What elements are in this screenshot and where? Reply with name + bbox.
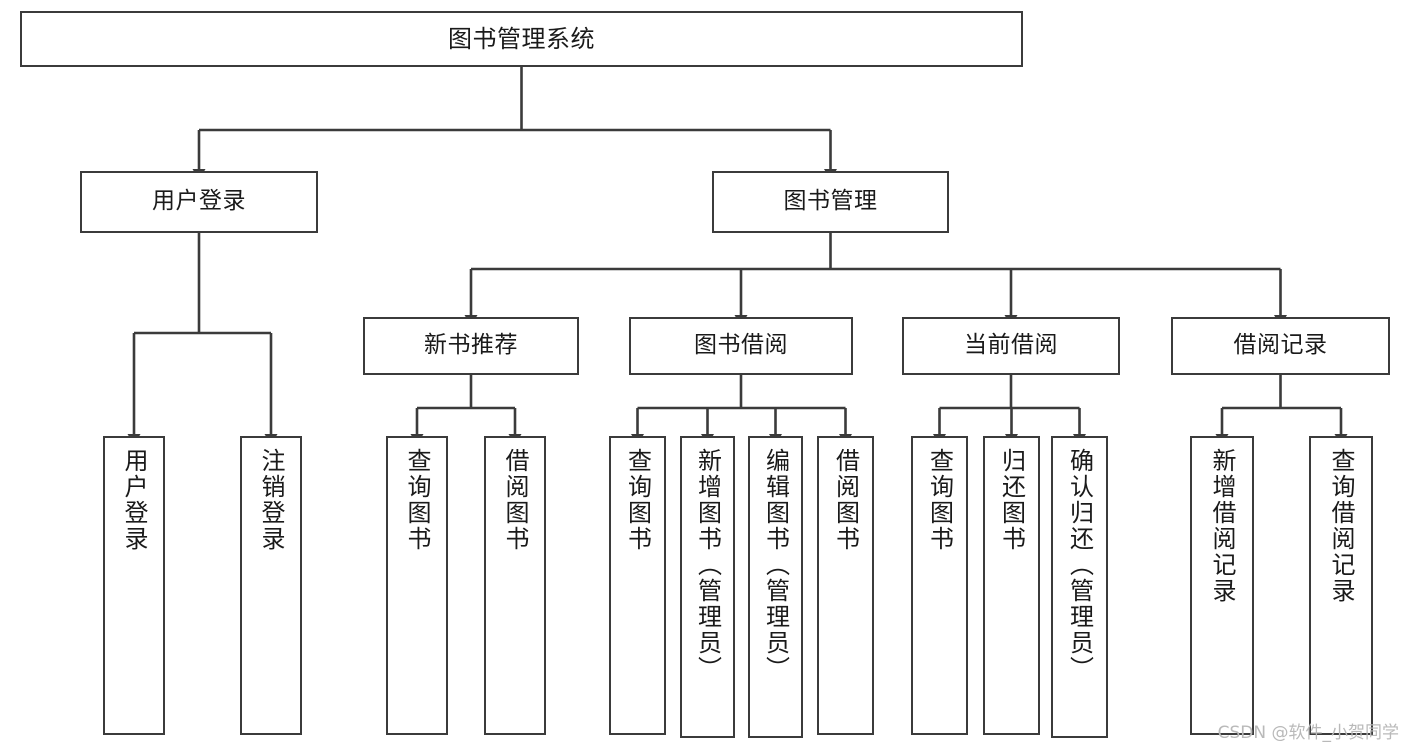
node-label: 当前借阅: [964, 332, 1058, 359]
node-leaf_query_book_1: 查询图书: [386, 436, 448, 735]
node-label: 新增借阅记录: [1208, 448, 1236, 604]
node-leaf_user_logout: 注销登录: [240, 436, 302, 735]
node-label: 图书管理: [783, 188, 878, 215]
node-label: 归还图书: [997, 448, 1026, 552]
node-leaf_borrow_book_2: 借阅图书: [817, 436, 874, 735]
node-borrow_record: 借阅记录: [1171, 317, 1390, 375]
node-leaf_user_login: 用户登录: [103, 436, 165, 735]
watermark-label: CSDN @软件_小贺同学: [1217, 723, 1399, 743]
node-label: 图书借阅: [694, 332, 788, 359]
node-label: 图书管理系统: [448, 24, 595, 53]
node-label: 新书推荐: [424, 332, 518, 359]
node-book_borrow: 图书借阅: [629, 317, 853, 375]
node-label: 查询图书: [925, 448, 954, 552]
node-leaf_return_book: 归还图书: [983, 436, 1040, 735]
node-label: 确认归还（管理员）: [1065, 448, 1094, 682]
node-leaf_query_book_3: 查询图书: [911, 436, 968, 735]
node-leaf_confirm_ret: 确认归还（管理员）: [1051, 436, 1108, 738]
node-label: 编辑图书（管理员）: [761, 448, 790, 682]
node-leaf_add_book: 新增图书（管理员）: [680, 436, 735, 738]
node-leaf_borrow_book_1: 借阅图书: [484, 436, 546, 735]
node-book_manage: 图书管理: [712, 171, 949, 233]
node-label: 用户登录: [152, 188, 246, 215]
node-label: 借阅记录: [1233, 332, 1328, 359]
node-leaf_add_record: 新增借阅记录: [1190, 436, 1254, 735]
node-label: 新增图书（管理员）: [693, 448, 722, 682]
node-user_login: 用户登录: [80, 171, 318, 233]
node-root: 图书管理系统: [20, 11, 1023, 67]
node-leaf_edit_book: 编辑图书（管理员）: [748, 436, 803, 738]
node-leaf_query_record: 查询借阅记录: [1309, 436, 1373, 735]
node-label: 注销登录: [257, 448, 285, 552]
node-leaf_query_book_2: 查询图书: [609, 436, 666, 735]
node-label: 用户登录: [120, 448, 148, 552]
node-label: 查询借阅记录: [1327, 448, 1355, 604]
node-current_borrow: 当前借阅: [902, 317, 1120, 375]
node-label: 借阅图书: [501, 448, 529, 552]
node-label: 借阅图书: [831, 448, 860, 552]
node-new_book_rec: 新书推荐: [363, 317, 579, 375]
node-label: 查询图书: [403, 448, 431, 552]
node-label: 查询图书: [623, 448, 652, 552]
